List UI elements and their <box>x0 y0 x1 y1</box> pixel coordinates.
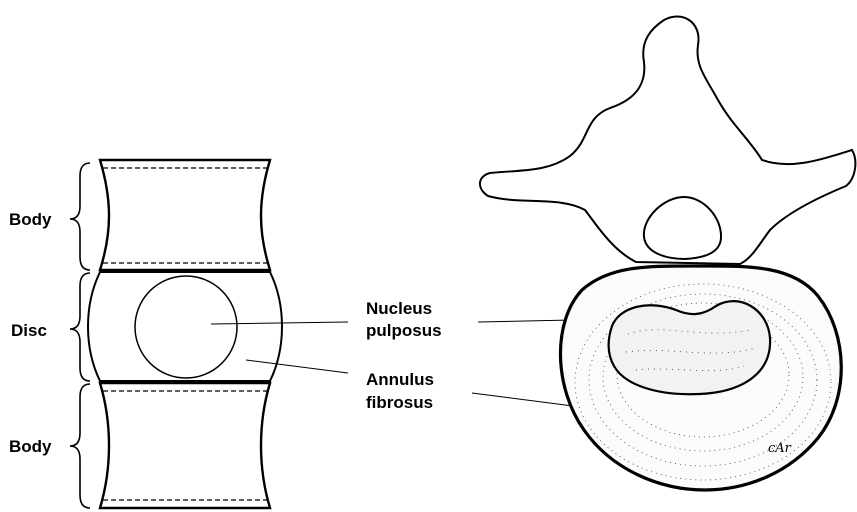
nucleus-pulposus-axial <box>609 301 771 394</box>
label-annulus-line1: Annulus <box>366 370 434 389</box>
leader-nucleus-left <box>211 322 348 324</box>
label-body-bottom: Body <box>9 437 52 456</box>
vertebra-axial-view: cAr <box>480 16 855 490</box>
braces <box>70 163 90 508</box>
intervertebral-disc <box>88 272 282 381</box>
label-nucleus-line1: Nucleus <box>366 299 432 318</box>
lower-vertebral-body <box>100 383 270 508</box>
label-body-top: Body <box>9 210 52 229</box>
vertebral-column-side-view <box>88 160 282 508</box>
nucleus-pulposus-side <box>135 276 237 378</box>
leader-annulus-left <box>246 360 348 373</box>
label-disc: Disc <box>11 321 47 340</box>
label-nucleus-line2: pulposus <box>366 321 442 340</box>
brace-body-bottom <box>70 384 90 508</box>
upper-vertebral-body <box>100 160 270 270</box>
label-annulus-line2: fibrosus <box>366 393 433 412</box>
brace-disc <box>70 273 90 381</box>
brace-body-top <box>70 163 90 270</box>
artist-signature: cAr <box>768 441 792 456</box>
